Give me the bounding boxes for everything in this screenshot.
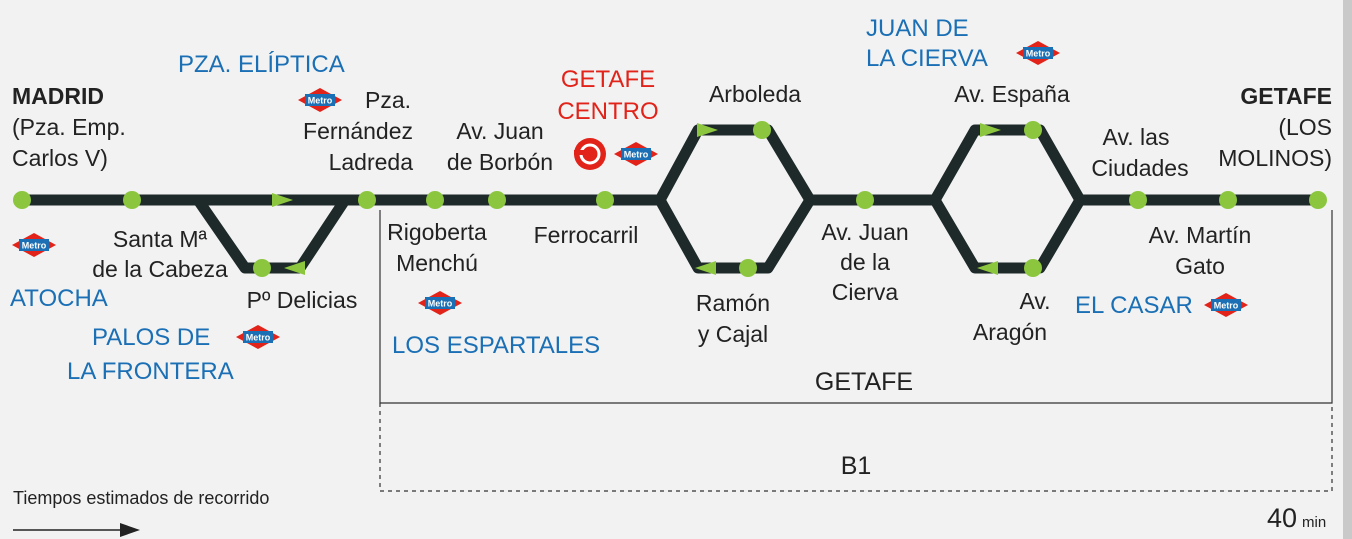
stop-arboleda bbox=[753, 121, 771, 139]
station-label: Av. Juan bbox=[821, 219, 908, 245]
metro-icon bbox=[298, 88, 342, 112]
stop-ciudades bbox=[1129, 191, 1147, 209]
direction-arrows bbox=[272, 123, 1001, 275]
station-label: Ladreda bbox=[329, 149, 414, 175]
zone-getafe-label: GETAFE bbox=[815, 368, 913, 396]
station-label: Gato bbox=[1175, 253, 1225, 279]
route-line bbox=[18, 124, 1320, 274]
station-label: Rigoberta bbox=[387, 219, 487, 245]
metro-icon bbox=[12, 233, 56, 257]
cercanias-icon bbox=[574, 138, 606, 170]
stop-aragon bbox=[1024, 259, 1042, 277]
connection-label: LA CIERVA bbox=[866, 45, 988, 72]
station-label: Pza. bbox=[365, 87, 411, 113]
direction-arrow bbox=[980, 123, 1001, 137]
zone-b1-label: B1 bbox=[841, 452, 872, 480]
station-label: Ramón bbox=[696, 290, 770, 316]
station-label: Menchú bbox=[396, 250, 478, 276]
metro-icon bbox=[1204, 293, 1248, 317]
stop-fernandez-ladreda bbox=[358, 191, 376, 209]
connection-label: CENTRO bbox=[557, 98, 658, 125]
stop-santa-maria bbox=[123, 191, 141, 209]
terminus-start-sub1: (Pza. Emp. bbox=[12, 114, 126, 140]
station-label: Pº Delicias bbox=[247, 287, 358, 313]
station-label: Av. las bbox=[1103, 124, 1170, 150]
station-label: de la bbox=[840, 249, 890, 275]
stop-espana bbox=[1024, 121, 1042, 139]
connection-label: PZA. ELÍPTICA bbox=[178, 51, 345, 78]
connection-label: EL CASAR bbox=[1075, 292, 1193, 319]
terminus-end-sub2: MOLINOS) bbox=[1218, 145, 1332, 171]
metro-icon bbox=[614, 142, 658, 166]
stop-ramon-cajal bbox=[739, 259, 757, 277]
station-label: Ferrocarril bbox=[534, 222, 639, 248]
metro-icon bbox=[1016, 41, 1060, 65]
metro-icon bbox=[418, 291, 462, 315]
metro-icon bbox=[236, 325, 280, 349]
terminus-end-name: GETAFE bbox=[1240, 83, 1332, 109]
stop-getafe bbox=[1309, 191, 1327, 209]
footer-caption: Tiempos estimados de recorrido bbox=[13, 488, 269, 508]
connection-label: LA FRONTERA bbox=[67, 358, 234, 385]
connection-label: LOS ESPARTALES bbox=[392, 332, 600, 359]
direction-arrow bbox=[272, 193, 293, 207]
station-label: Av. Juan bbox=[456, 118, 543, 144]
direction-arrow bbox=[977, 261, 998, 275]
terminus-end-sub1: (LOS bbox=[1278, 114, 1332, 140]
connection-label: GETAFE bbox=[561, 66, 655, 93]
station-label: Aragón bbox=[973, 319, 1047, 345]
stops bbox=[13, 121, 1327, 277]
station-label: Ciudades bbox=[1091, 155, 1188, 181]
terminus-start-sub2: Carlos V) bbox=[12, 145, 108, 171]
stop-ferrocarril bbox=[596, 191, 614, 209]
station-label: de Borbón bbox=[447, 149, 553, 175]
stop-juan-borbon bbox=[488, 191, 506, 209]
connection-label: JUAN DE bbox=[866, 15, 969, 42]
connection-label: PALOS DE bbox=[92, 324, 210, 351]
connection-label: ATOCHA bbox=[10, 285, 108, 312]
station-label: Av. bbox=[1019, 288, 1050, 314]
stop-martin-gato bbox=[1219, 191, 1237, 209]
station-label: Santa Mª bbox=[113, 226, 208, 252]
station-label: Fernández bbox=[303, 118, 413, 144]
terminus-start-name: MADRID bbox=[12, 83, 104, 109]
direction-arrow bbox=[695, 261, 716, 275]
arrow-right-icon bbox=[13, 523, 140, 537]
zone-getafe-bracket bbox=[379, 210, 1333, 404]
stop-delicias bbox=[253, 259, 271, 277]
station-label: Cierva bbox=[832, 279, 899, 305]
right-edge-bar bbox=[1343, 0, 1352, 539]
stop-juan-cierva bbox=[856, 191, 874, 209]
stop-rigoberta bbox=[426, 191, 444, 209]
station-label: de la Cabeza bbox=[92, 256, 228, 282]
direction-arrow bbox=[284, 261, 305, 275]
time-unit: min bbox=[1302, 514, 1326, 531]
zone-b1-bracket bbox=[379, 403, 1333, 492]
station-label: y Cajal bbox=[698, 321, 768, 347]
time-value: 40 bbox=[1267, 503, 1297, 533]
direction-arrow bbox=[697, 123, 718, 137]
station-label: Arboleda bbox=[709, 81, 801, 107]
station-label: Av. Martín bbox=[1149, 222, 1252, 248]
station-label: Av. España bbox=[954, 81, 1070, 107]
stop-madrid bbox=[13, 191, 31, 209]
